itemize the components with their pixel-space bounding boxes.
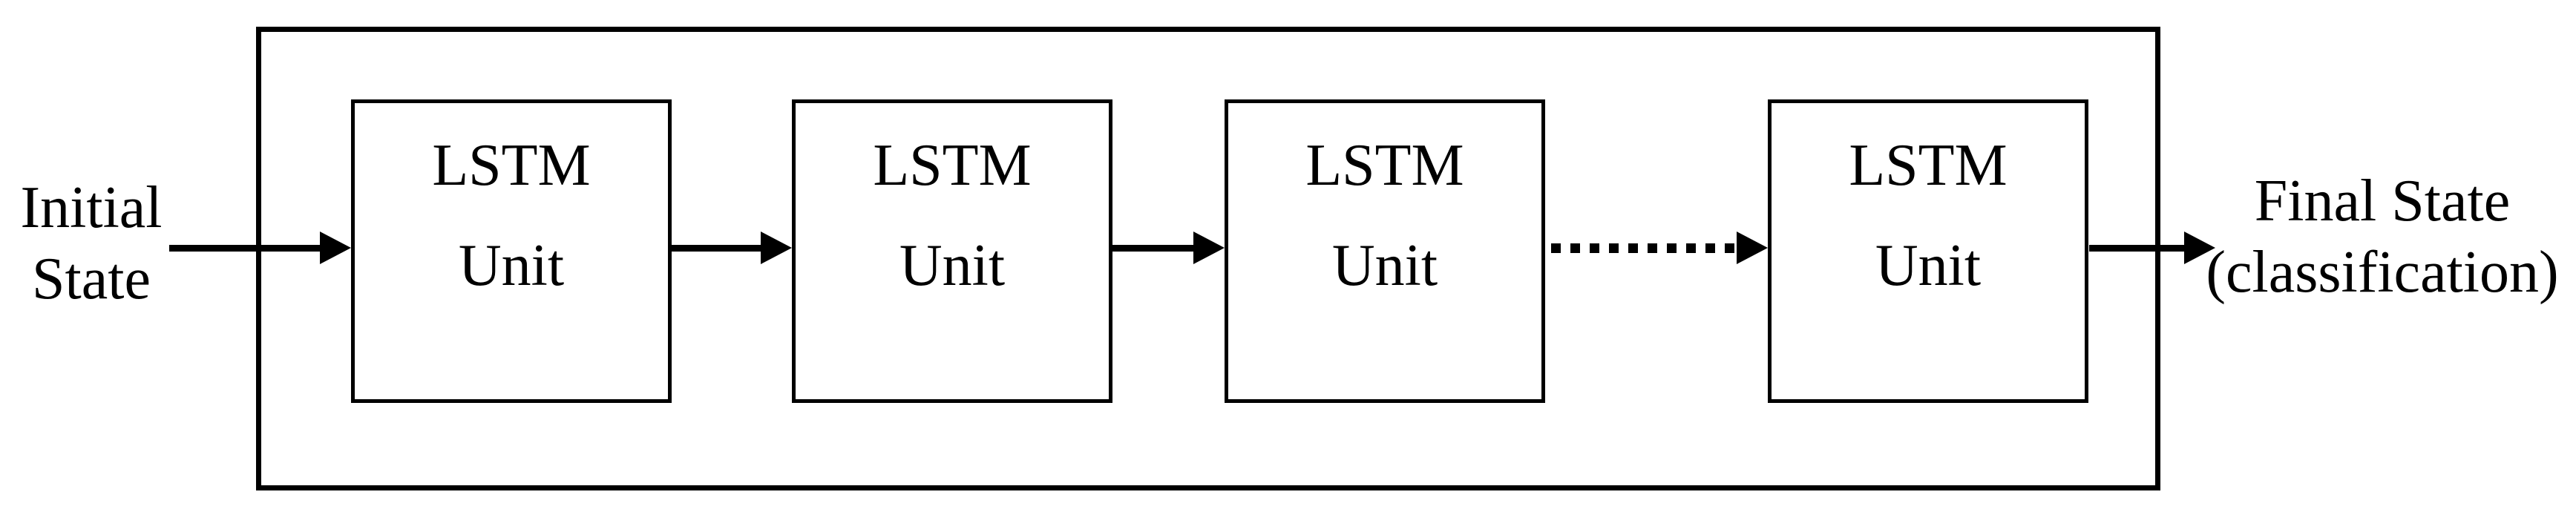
initial-state-label-line2: State [32, 246, 151, 312]
lstm-unit-box-3: LSTM Unit [1225, 99, 1545, 403]
lstm-unit-2-line1: LSTM [873, 133, 1032, 198]
lstm-unit-3-line2: Unit [1331, 233, 1438, 298]
initial-state-label-line1: Initial [20, 175, 163, 240]
outer-frame [256, 27, 2160, 490]
lstm-unit-4-line1: LSTM [1849, 133, 2008, 198]
arrow-unit1-to-unit2-head-icon [761, 232, 792, 264]
lstm-unit-1-line2: Unit [458, 233, 565, 298]
arrow-initial-to-unit1-head-icon [320, 232, 351, 264]
lstm-unit-2-line2: Unit [899, 233, 1006, 298]
arrow-unit2-to-unit3-line [1112, 245, 1195, 252]
final-state-label-line2: (classification) [2206, 240, 2559, 305]
lstm-unit-1-line1: LSTM [432, 133, 591, 198]
final-state-label: Final State (classification) [2189, 165, 2575, 308]
arrow-unit3-to-unit4-dotted-line [1551, 243, 1738, 253]
initial-state-label: Initial State [0, 172, 183, 315]
lstm-unit-3-line1: LSTM [1305, 133, 1464, 198]
arrow-unit1-to-unit2-line [672, 245, 762, 252]
lstm-unit-box-1: LSTM Unit [351, 99, 672, 403]
arrow-unit4-to-final-line [2089, 245, 2186, 252]
final-state-label-line1: Final State [2254, 168, 2511, 234]
lstm-unit-box-2: LSTM Unit [792, 99, 1112, 403]
lstm-unit-4-line2: Unit [1875, 233, 1982, 298]
arrow-unit3-to-unit4-head-icon [1737, 232, 1768, 264]
arrow-unit2-to-unit3-head-icon [1193, 232, 1225, 264]
lstm-unit-box-4: LSTM Unit [1768, 99, 2088, 403]
arrow-initial-to-unit1-line [169, 245, 321, 252]
arrow-unit4-to-final-head-icon [2184, 232, 2215, 264]
